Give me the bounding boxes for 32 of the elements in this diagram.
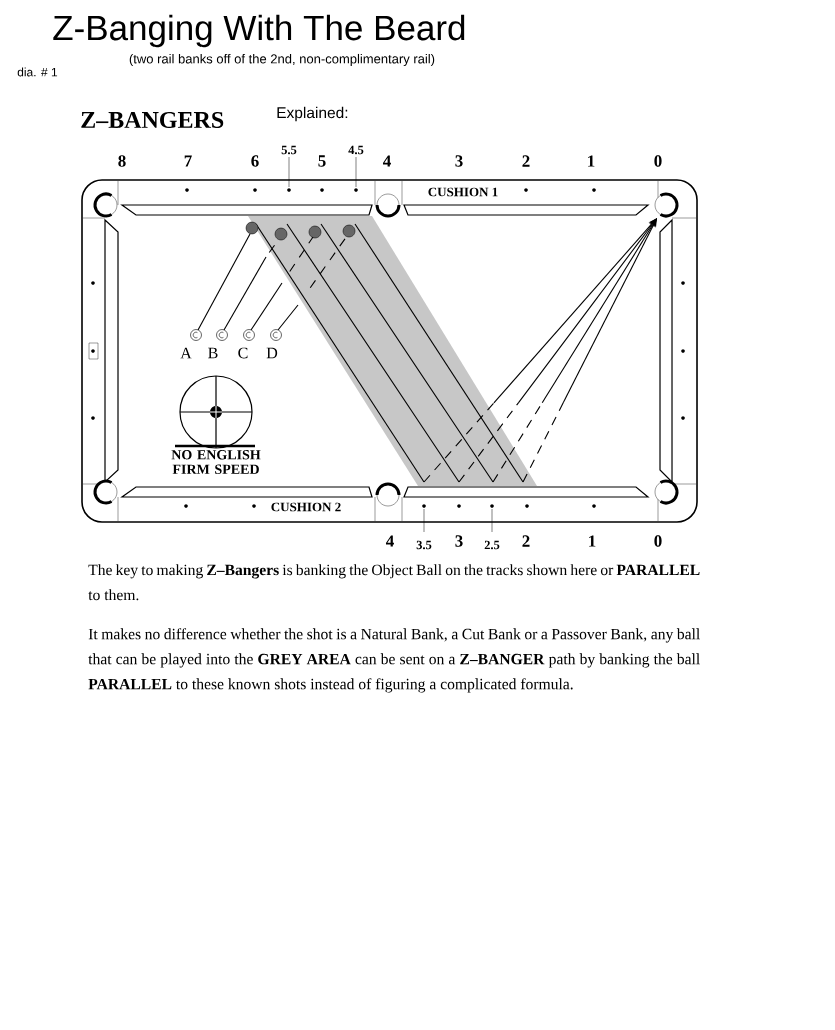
diamond-number: 3 [455,155,463,167]
diamond-number: 6 [251,155,259,167]
diamond-number: 8 [118,155,126,167]
figure-number: dia. # 1 [17,67,58,77]
diamond-number: 2 [522,535,530,547]
cushion-label: CUSHION 2 [269,501,343,513]
cushion-label: CUSHION 1 [426,186,500,198]
subtitle: (two rail banks off of the 2nd, non-complimentary rail) [129,53,435,67]
title: Z-Banging With The Beard [53,14,465,48]
diamond-number: 4 [386,535,394,547]
diamond-number: 5 [318,155,326,167]
ball-letter: B [208,347,218,359]
diamond-number: 5.5 [281,145,297,155]
diamond-number: 0 [654,155,662,167]
diamond-number: 2 [522,155,530,167]
diamond-number: 3 [455,535,463,547]
paragraph: It makes no difference whether the shot is a Natural Bank, a Cut Bank or a Passover Bank, any ball that can be played into the GREY AREA can be sent on a Z–BANGER path by banking the ball PARALLEL to these known shots instead of figuring a complicated formula. [88,628,700,693]
diamond-number: 4 [383,155,391,167]
diamond-number: 1 [589,535,596,547]
diamond-number: 4.5 [348,145,364,155]
diamond-number: 7 [184,155,192,167]
diamond-number: 3.5 [416,540,432,550]
paragraph: The key to making Z–Bangers is banking the Object Ball on the tracks shown here or PARALLEL to them. [88,564,700,601]
heading-text: Explained: [277,106,348,122]
diamond-number: 2.5 [484,540,500,550]
instruction-text: NO ENGLISH FIRM SPEED [171,450,261,474]
diamond-number: 1 [588,155,595,167]
heading: Z–BANGERS [81,111,224,129]
ball-letter: D [266,347,278,359]
ball-letter: C [238,347,248,359]
diamond-number: 0 [654,535,662,547]
ball-letter: A [180,347,192,359]
